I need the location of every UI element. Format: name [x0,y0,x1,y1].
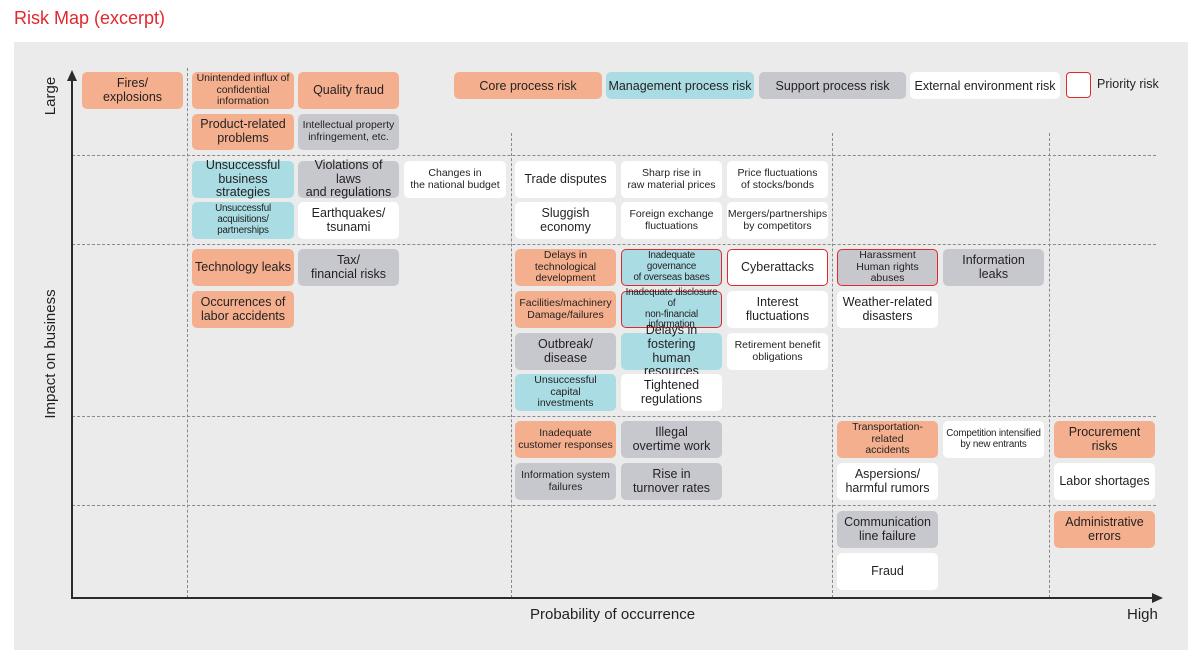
risk-weather-disasters: Weather-related disasters [837,291,938,328]
risk-unsuccessful-capital-investments: Unsuccessful capital investments [515,374,616,411]
risk-interest-fluctuations: Interest fluctuations [727,291,828,328]
page-title: Risk Map (excerpt) [14,8,166,28]
grid-line-vertical [1049,133,1050,598]
legend-priority-swatch [1066,72,1091,98]
risk-changes-national-budget: Changes in the national budget [404,161,506,198]
grid-line-horizontal [72,155,1156,156]
risk-turnover-rates: Rise in turnover rates [621,463,722,500]
risk-outbreak-disease: Outbreak/ disease [515,333,616,370]
legend-core-process: Core process risk [454,72,602,99]
risk-quality-fraud: Quality fraud [298,72,399,109]
risk-tax-financial: Tax/ financial risks [298,249,399,286]
risk-harassment-human-rights: Harassment Human rights abuses [837,249,938,286]
risk-facilities-machinery: Facilities/machinery Damage/failures [515,291,616,328]
risk-delays-human-resources: Delays in fostering human resources [621,323,722,378]
risk-intellectual-property: Intellectual property infringement, etc. [298,114,399,150]
grid-line-vertical [187,68,188,598]
x-axis-high-label: High [1127,606,1158,623]
x-axis-label: Probability of occurrence [530,606,696,623]
grid-line-horizontal [72,505,1156,506]
y-axis-arrow [67,70,77,81]
risk-competition-new-entrants: Competition intensified by new entrants [943,421,1044,458]
risk-tightened-regulations: Tightened regulations [621,374,722,411]
risk-sluggish-economy: Sluggish economy [515,202,616,239]
y-axis-label: Impact on business [42,289,59,419]
risk-fraud: Fraud [837,553,938,590]
risk-administrative-errors: Administrative errors [1054,511,1155,548]
risk-governance-overseas-bases: Inadequate governance of overseas bases [621,249,722,286]
risk-price-fluctuations-stocks: Price fluctuations of stocks/bonds [727,161,828,198]
risk-cyberattacks: Cyberattacks [727,249,828,286]
risk-aspersions-rumors: Aspersions/ harmful rumors [837,463,938,500]
legend-external-environment: External environment risk [910,72,1060,99]
risk-unsuccessful-acquisitions: Unsuccessful acquisitions/ partnerships [192,202,294,239]
grid-line-vertical [832,133,833,598]
risk-transportation-accidents: Transportation-related accidents [837,421,938,458]
risk-occurrences-labor-accidents: Occurrences of labor accidents [192,291,294,328]
x-axis [71,597,1153,599]
risk-violations-laws: Violations of laws and regulations [298,158,399,199]
grid-line-vertical [511,133,512,598]
risk-raw-material-prices: Sharp rise in raw material prices [621,161,722,198]
grid-line-horizontal [72,244,1156,245]
grid-line-horizontal [72,416,1156,417]
risk-unsuccessful-business-strategies: Unsuccessful business strategies [192,158,294,199]
risk-procurement: Procurement risks [1054,421,1155,458]
risk-technology-leaks: Technology leaks [192,249,294,286]
x-axis-arrow [1152,593,1163,603]
risk-mergers-partnerships-competitors: Mergers/partnerships by competitors [727,202,828,239]
risk-delays-technological-development: Delays in technological development [515,249,616,286]
y-axis-top-label: Large [42,76,59,116]
risk-disclosure-nonfinancial: Inadequate disclosure of non-financial i… [621,287,722,330]
risk-unintended-influx: Unintended influx of confidential inform… [192,72,294,109]
risk-retirement-benefit: Retirement benefit obligations [727,333,828,370]
risk-foreign-exchange: Foreign exchange fluctuations [621,202,722,239]
legend-management-process: Management process risk [606,72,754,99]
legend-priority-label: Priority risk [1097,77,1159,91]
risk-labor-shortages: Labor shortages [1054,463,1155,500]
risk-fires-explosions: Fires/ explosions [82,72,183,109]
risk-inadequate-customer-responses: Inadequate customer responses [515,421,616,458]
risk-illegal-overtime: Illegal overtime work [621,421,722,458]
risk-information-leaks: Information leaks [943,249,1044,286]
risk-product-related-problems: Product-related problems [192,114,294,150]
risk-information-system-failures: Information system failures [515,463,616,500]
y-axis [71,80,73,599]
risk-communication-line-failure: Communication line failure [837,511,938,548]
risk-earthquakes-tsunami: Earthquakes/ tsunami [298,202,399,239]
legend-support-process: Support process risk [759,72,906,99]
risk-trade-disputes: Trade disputes [515,161,616,198]
